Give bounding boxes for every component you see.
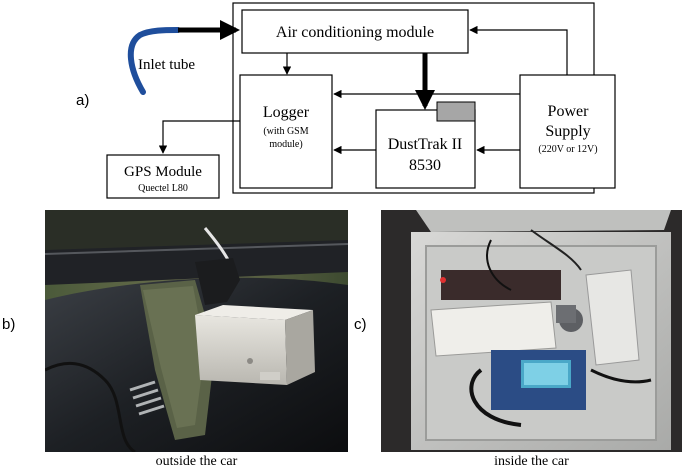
photo-inside-car bbox=[381, 210, 682, 452]
panel-label-c: c) bbox=[354, 316, 367, 333]
power-to-ac-arrow bbox=[469, 25, 568, 75]
logger-subtitle-1: (with GSM bbox=[263, 126, 308, 137]
power-supply-title-1: Power bbox=[548, 103, 590, 120]
photo-outside-car bbox=[45, 210, 348, 452]
dusttrak-model: 8530 bbox=[409, 157, 441, 174]
logger-subtitle-2: module) bbox=[269, 139, 302, 150]
dusttrak-title: DustTrak II bbox=[388, 136, 463, 153]
dusttrak-box bbox=[375, 109, 476, 189]
caption-outside: outside the car bbox=[155, 454, 238, 469]
logger-to-gps-arrow bbox=[158, 120, 240, 154]
logger-box bbox=[239, 74, 333, 189]
caption-inside: inside the car bbox=[494, 454, 569, 469]
inlet-tube-shape bbox=[127, 27, 181, 95]
panel-label-b: b) bbox=[2, 316, 16, 333]
gps-module-box bbox=[106, 154, 220, 199]
system-block-diagram: Inlet tube Air conditioning module Logge… bbox=[106, 2, 616, 199]
logger-title: Logger bbox=[263, 104, 310, 121]
air-conditioning-box bbox=[241, 9, 469, 54]
power-supply-box bbox=[519, 74, 616, 189]
air-conditioning-label: Air conditioning module bbox=[276, 24, 434, 41]
panel-label-a: a) bbox=[76, 92, 90, 109]
gps-module-subtitle: Quectel L80 bbox=[138, 183, 188, 194]
gps-module-title: GPS Module bbox=[124, 164, 202, 180]
power-supply-subtitle: (220V or 12V) bbox=[538, 144, 597, 155]
power-supply-title-2: Supply bbox=[545, 123, 590, 140]
inlet-tube-label: Inlet tube bbox=[138, 57, 195, 73]
dusttrak-sensor-block bbox=[436, 101, 476, 122]
